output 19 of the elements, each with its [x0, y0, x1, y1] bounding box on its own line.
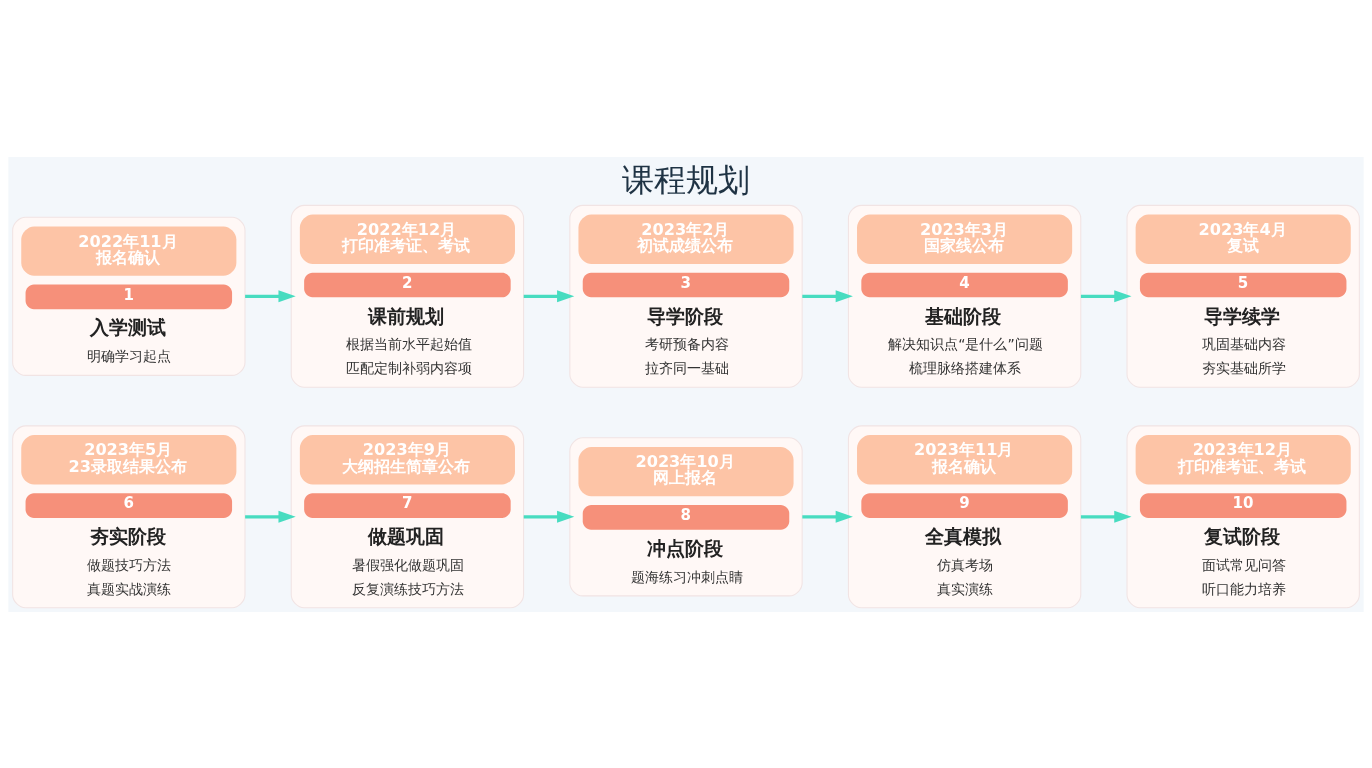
- node-box: 2023年11月 报名确认 9 全真模拟 仿真考场 真实演练: [847, 424, 1082, 608]
- arrow: [802, 289, 853, 302]
- node-box: 2023年5月 23录取结果公布 6 夯实阶段 做题技巧方法 真题实战演练: [12, 424, 246, 608]
- node-box: 2023年2月 初试成绩公布 3 导学阶段 考研预备内容 拉齐同一基础: [569, 204, 803, 388]
- arrow: [802, 510, 853, 523]
- node-box: 2022年12月 打印准考证、考试 2 课前规划 根据当前水平起始值 匹配定制补弱内容项: [290, 204, 525, 388]
- node-box: 2023年10月 网上报名 8 冲点阶段 题海练习冲刺点睛: [569, 436, 803, 596]
- arrow: [1080, 510, 1132, 523]
- arrow: [1080, 289, 1132, 302]
- arrow: [523, 289, 575, 302]
- arrow: [245, 289, 296, 302]
- node-box: 2023年4月 复试 5 导学续学 巩固基础内容 夯实基础所学: [1126, 204, 1360, 388]
- node-box: 2023年9月 大纲招生简章公布 7 做题巩固 暑假强化做题巩固 反复演练技巧方法: [290, 424, 525, 608]
- node-box: 2023年12月 打印准考证、考试 10 复试阶段 面试常见问答 听口能力培养: [1126, 424, 1360, 608]
- arrow: [245, 510, 296, 523]
- node-box: 2023年3月 国家线公布 4 基础阶段 解决知识点“是什么”问题 梳理脉络搭建体系: [847, 204, 1082, 388]
- node-box: 2022年11月 报名确认 1 入学测试 明确学习起点: [12, 216, 246, 376]
- arrow: [523, 510, 575, 523]
- diagram-title: 课程规划: [622, 160, 750, 199]
